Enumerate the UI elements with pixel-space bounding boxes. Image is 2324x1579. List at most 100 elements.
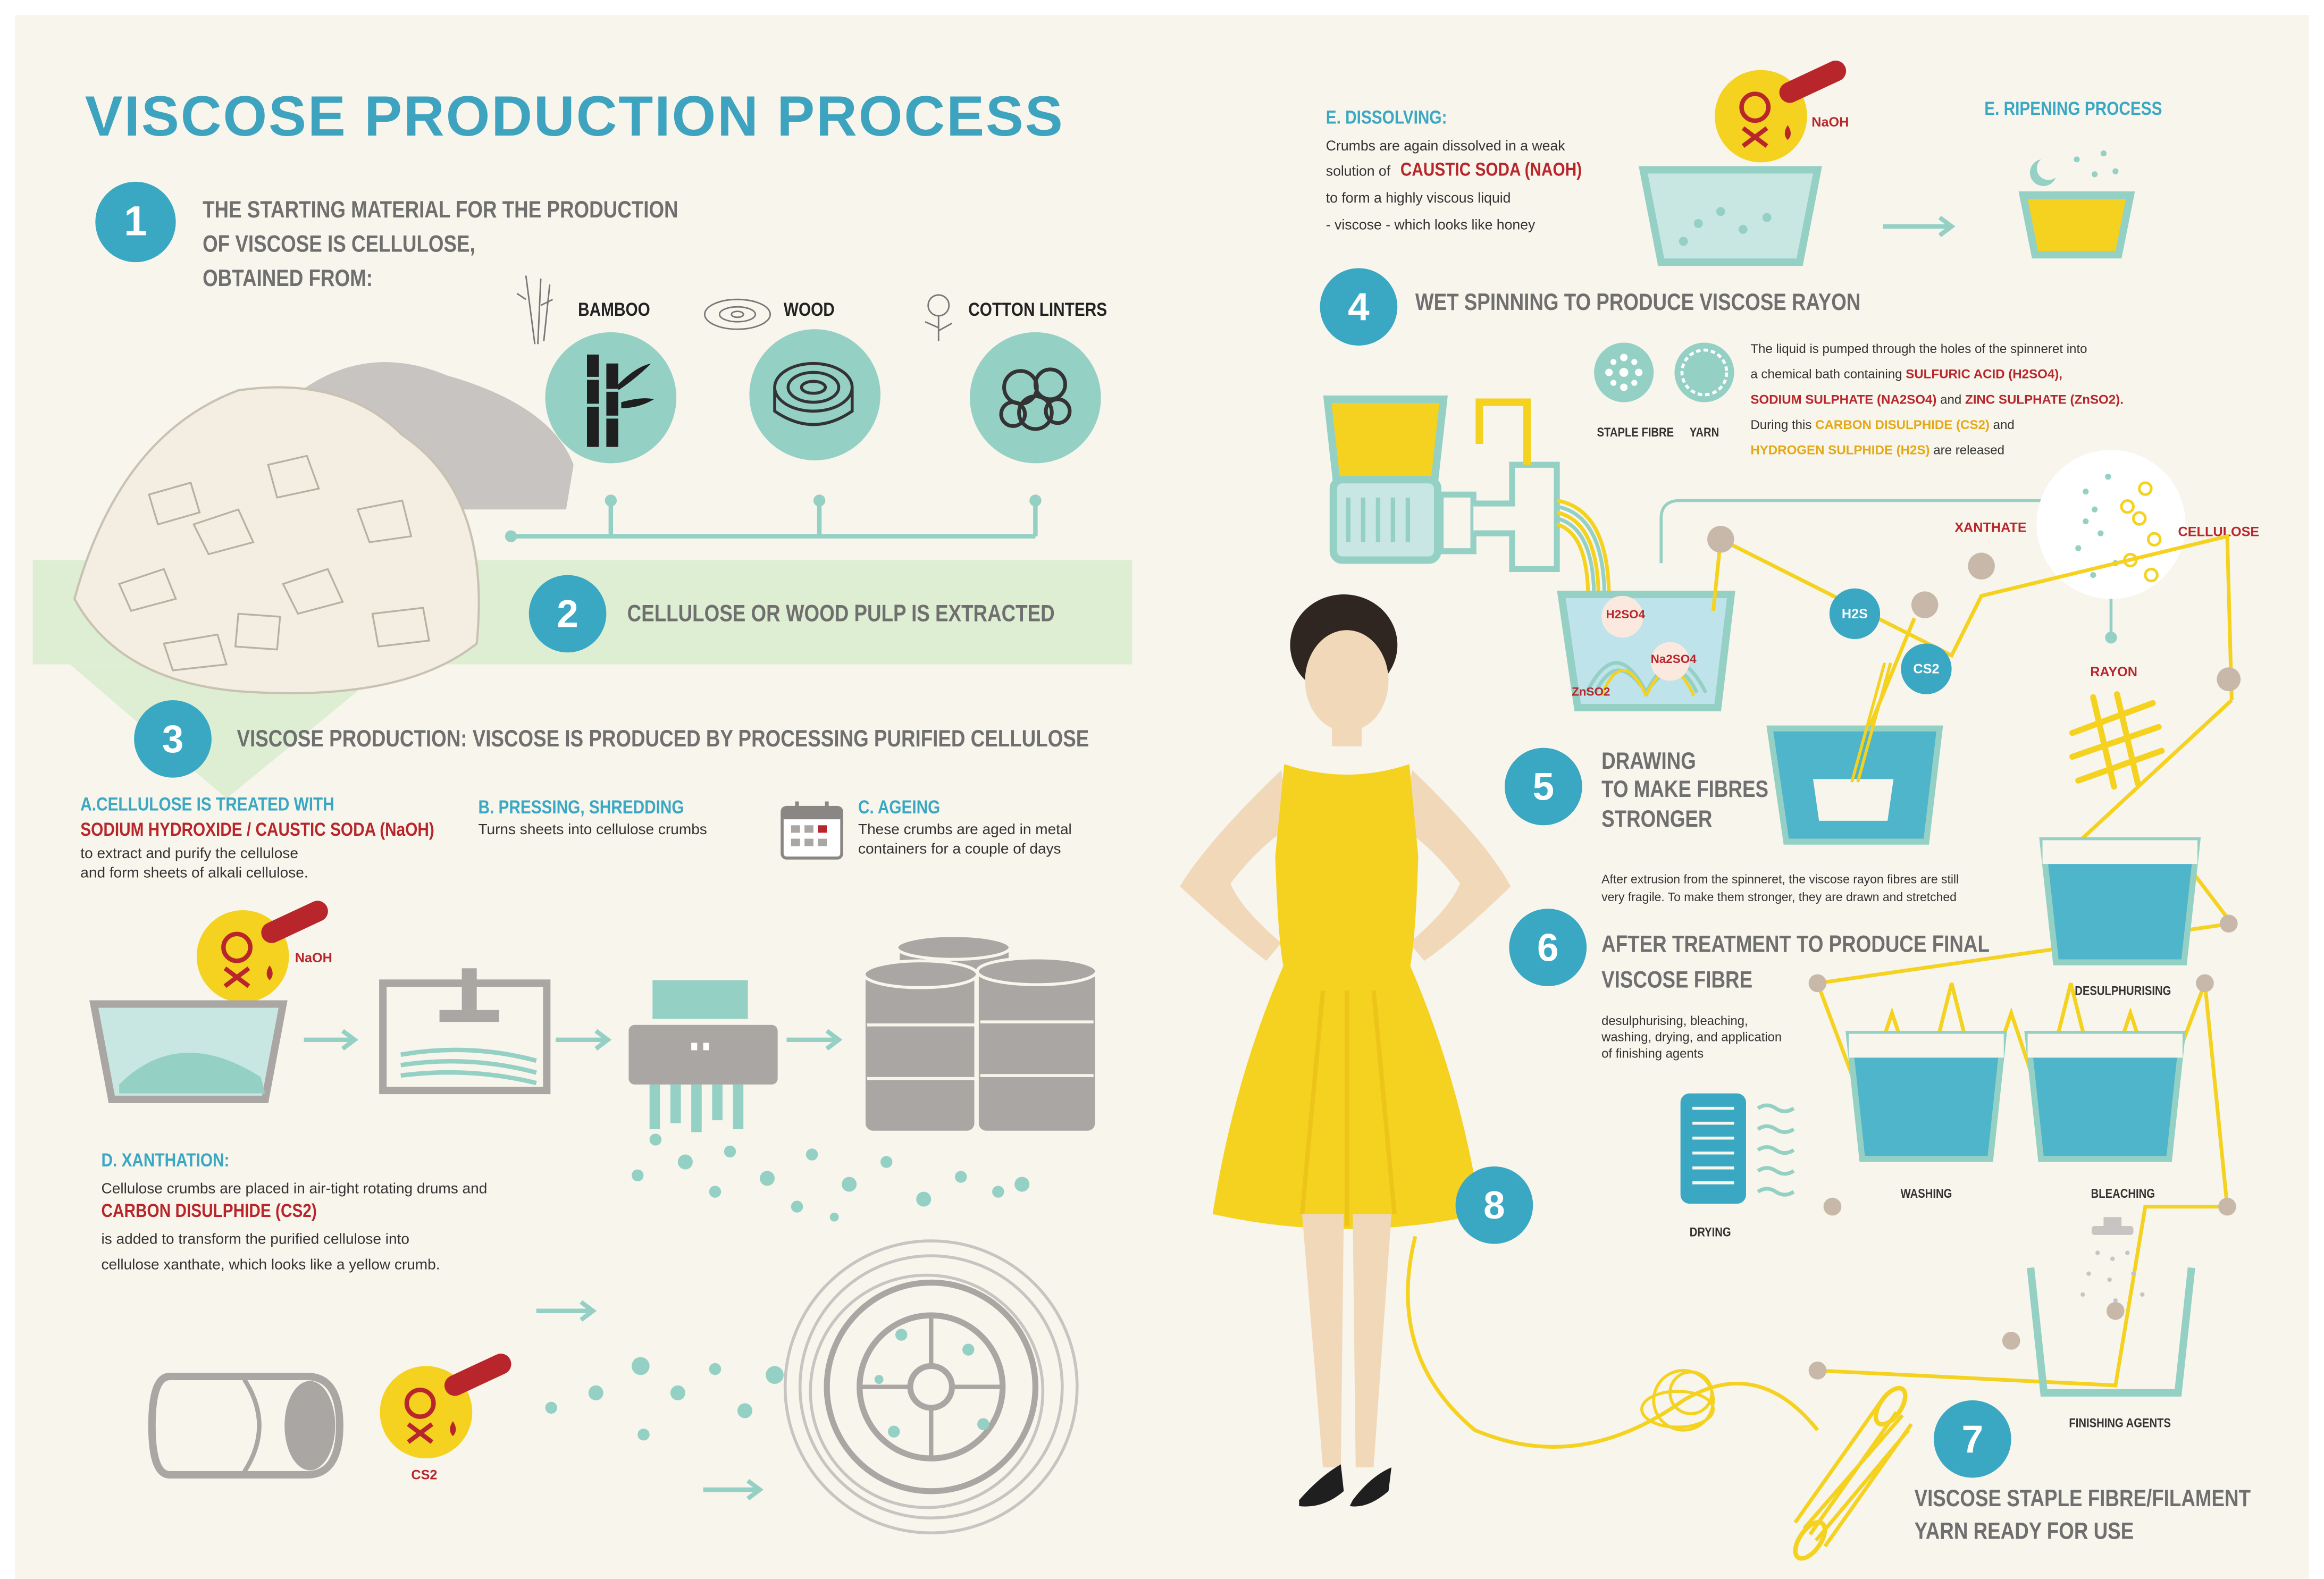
press-icon [379, 968, 551, 1095]
label-rayon: RAYON [2090, 664, 2137, 679]
label-staple-fibre: STAPLE FIBRE [1597, 424, 1674, 440]
step-7-heading-line1: VISCOSE STAPLE FIBRE/FILAMENT [1914, 1486, 2251, 1513]
step-3d-text-line1: Cellulose crumbs are placed in air-tight… [101, 1181, 488, 1198]
step-3e-dissolving-title: E. DISSOLVING: [1325, 107, 1447, 128]
step-3b-text: Turns sheets into cellulose crumbs [478, 822, 707, 839]
chem-hydrogen-sulphide: HYDROGEN SULPHIDE (H2S) [1750, 442, 1930, 458]
woman-in-yellow-dress-image [1180, 594, 1511, 1507]
yarn-thread-image [1406, 1236, 1819, 1449]
step-7-badge: 7 [1933, 1400, 2011, 1478]
wet-spinning-machine-image [1323, 395, 1611, 599]
cellulose-molecule-image [1659, 450, 2186, 644]
rayon-fibres-icon [2069, 691, 2165, 790]
label-washing: WASHING [1900, 1186, 1952, 1201]
gas-bubble-cs2: CS2 [1901, 643, 1952, 694]
step-4-text-line1: The liquid is pumped through the holes o… [1750, 341, 2087, 356]
step-5-text-line2: very fragile. To make them stronger, the… [1601, 891, 1957, 904]
step-6-heading-line2: VISCOSE FIBRE [1601, 968, 1753, 994]
pulp-pile-image [73, 362, 574, 694]
chem-carbon-disulphide: CARBON DISULPHIDE (CS2) [1815, 417, 1990, 432]
step-2-badge: 2 [528, 575, 607, 653]
drawing-bath-image [1766, 662, 1943, 845]
hazard-cs2-icon [380, 1354, 511, 1459]
step-1-heading-line2: OF VISCOSE IS CELLULOSE, [203, 232, 475, 258]
step-8-badge: 8 [1455, 1166, 1533, 1244]
step-3e-ripening-title: E. RIPENING PROCESS [1984, 98, 2162, 120]
badge-naoh-e: NaOH [1811, 114, 1849, 130]
page-title: VISCOSE PRODUCTION PROCESS [85, 86, 1064, 149]
step-3a-chemical: SODIUM HYDROXIDE / CAUSTIC SODA (NaOH) [80, 819, 434, 841]
step-3e-chemical: CAUSTIC SODA (NAOH) [1400, 159, 1582, 181]
dryer-icon [1680, 1093, 1795, 1204]
step-4-text-line2-pre: a chemical bath containing [1750, 366, 1902, 382]
step-5-heading-line1: DRAWING [1601, 749, 1696, 775]
badge-naoh-a: NaOH [295, 950, 332, 965]
shredder-icon [628, 980, 778, 1132]
xanthate-crumbs [545, 1357, 784, 1441]
bamboo-sketch-icon [516, 275, 553, 345]
crumbs-image [632, 1133, 1030, 1222]
step-3b-title: B. PRESSING, SHREDDING [478, 797, 684, 818]
ripening-basin-image [2018, 150, 2135, 259]
step-3a-title: A.CELLULOSE IS TREATED WITH [80, 794, 334, 815]
step-2-heading: CELLULOSE OR WOOD PULP IS EXTRACTED [627, 602, 1055, 627]
chem-zinc-sulphate: ZINC SULPHATE (ZnSO2). [1965, 391, 2124, 407]
chem-sodium-sulphate: SODIUM SULPHATE (NA2SO4) [1750, 391, 1937, 407]
step-3a-text-line2: and form sheets of alkali cellulose. [80, 865, 308, 882]
bath-label-h2so4: H2SO4 [1606, 608, 1646, 621]
wood-sketch-icon [703, 298, 771, 330]
cotton-sketch-icon [925, 294, 953, 341]
step-5-text-line1: After extrusion from the spinneret, the … [1601, 872, 1959, 887]
source-label-cotton: COTTON LINTERS [968, 299, 1108, 321]
soak-basin-image [89, 1000, 288, 1103]
ripening-arrow [1883, 215, 1956, 238]
step-6-text-line2: washing, drying, and application [1601, 1029, 1782, 1045]
step-3e-text-line3: to form a highly viscous liquid [1325, 190, 1511, 207]
label-desulphurising: DESULPHURISING [2075, 983, 2171, 998]
step-5-badge: 5 [1505, 747, 1582, 826]
label-yarn: YARN [1689, 424, 1719, 440]
wood-log-icon [749, 329, 880, 460]
washing-bleaching-baths-image [1845, 1030, 2186, 1162]
xanthation-arrows [536, 1300, 764, 1501]
spinneret-icons [1594, 342, 1734, 402]
step-3c-title: C. AGEING [858, 797, 941, 818]
step-4-text-line4-post: and [1993, 417, 2015, 432]
step-1-heading-line1: THE STARTING MATERIAL FOR THE PRODUCTION [203, 198, 678, 224]
step-4-text-line5-post: are released [1933, 442, 2005, 458]
gas-bubble-h2s: H2S [1829, 588, 1881, 640]
label-drying: DRYING [1689, 1224, 1731, 1240]
step-3c-text-line2: containers for a couple of days [858, 842, 1061, 858]
step-3c-text-line1: These crumbs are aged in metal [858, 822, 1072, 839]
step-4-text-line4-pre: During this [1750, 417, 1812, 432]
label-bleaching: BLEACHING [2091, 1186, 2155, 1201]
step-1-badge: 1 [95, 181, 176, 263]
process-arrows-row [304, 1029, 843, 1051]
yarn-spool-icon [1793, 1385, 1913, 1561]
step-3d-text-line3: cellulose xanthate, which looks like a y… [101, 1257, 440, 1274]
bath-bubbles [1601, 595, 1690, 681]
step-7-heading-line2: YARN READY FOR USE [1914, 1519, 2134, 1545]
barrels-icon [862, 934, 1098, 1134]
dissolving-basin-image [1639, 166, 1822, 266]
hazard-naoh-e-icon [1715, 60, 1847, 163]
source-label-wood: WOOD [783, 299, 835, 321]
step-4-and: and [1940, 391, 1962, 407]
step-6-heading-line1: AFTER TREATMENT TO PRODUCE FINAL [1601, 933, 1990, 958]
step-6-text-line1: desulphurising, bleaching, [1601, 1013, 1748, 1028]
calendar-icon [781, 801, 843, 860]
hazard-naoh-icon [196, 901, 328, 1003]
desulphurising-bath-image [2039, 837, 2201, 965]
bamboo-icon [545, 332, 677, 464]
step-4-heading: WET SPINNING TO PRODUCE VISCOSE RAYON [1415, 290, 1861, 316]
step-4-badge: 4 [1320, 268, 1398, 346]
step-5-heading-line2: TO MAKE FIBRES [1601, 777, 1769, 803]
step-3-badge: 3 [134, 700, 212, 778]
label-finishing-agents: FINISHING AGENTS [2069, 1415, 2171, 1430]
rotating-drum-icon [148, 1373, 343, 1479]
step-5-heading-line3: STRONGER [1601, 807, 1713, 833]
bath-label-na2so4: Na2SO4 [1650, 652, 1697, 666]
step-1-heading-line3: OBTAINED FROM: [203, 266, 373, 292]
badge-cs2-d: CS2 [411, 1467, 438, 1482]
step-3d-title: D. XANTHATION: [101, 1150, 230, 1171]
